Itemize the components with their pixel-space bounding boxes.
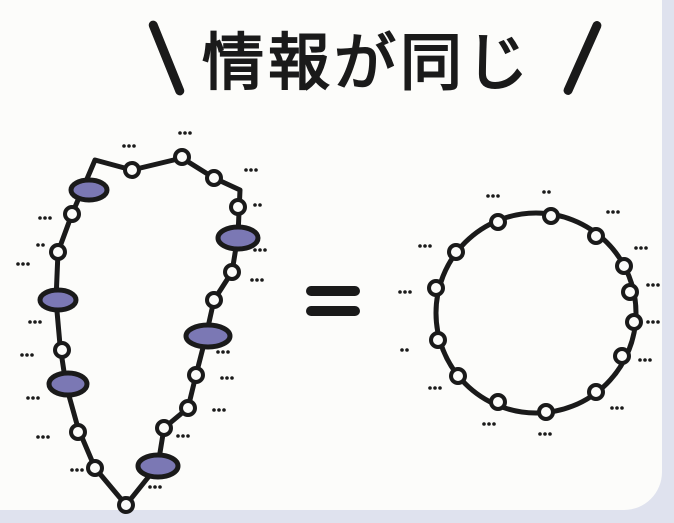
dot-label: [16, 262, 30, 266]
circle-node: [447, 243, 465, 261]
dot-label: [70, 468, 84, 472]
circle-node: [427, 279, 445, 297]
circle-node: [489, 393, 507, 411]
dot-label: [646, 320, 660, 324]
circle-node: [537, 403, 555, 421]
node-open: [187, 366, 205, 384]
node-open: [223, 263, 241, 281]
circle-node: [429, 331, 447, 349]
dot-label: [418, 244, 432, 248]
dot-label: [253, 248, 267, 252]
circle-node: [613, 347, 631, 365]
dot-label: [428, 386, 442, 390]
node-open: [229, 198, 247, 216]
circle-node: [449, 367, 467, 385]
circle-node: [621, 283, 639, 301]
dot-label: [216, 350, 230, 354]
dot-label: [38, 216, 52, 220]
dot-label: [638, 358, 652, 362]
node-open: [179, 399, 197, 417]
dot-label: [178, 131, 192, 135]
dot-label: [176, 434, 190, 438]
heading: 情報が同じ: [147, 4, 610, 104]
node-filled: [68, 177, 110, 203]
dot-label: [542, 190, 551, 194]
node-filled: [37, 287, 79, 313]
node-open: [173, 148, 191, 166]
dot-label: [646, 283, 660, 287]
circle-node: [587, 227, 605, 245]
dot-label: [36, 435, 50, 439]
equals-sign-icon: [306, 306, 360, 316]
node-open: [117, 496, 135, 514]
node-open: [63, 205, 81, 223]
heading-text: 情報が同じ: [202, 26, 533, 99]
dot-label: [400, 348, 409, 352]
dot-label: [20, 353, 34, 357]
circle-node: [489, 213, 507, 231]
node-open: [49, 243, 67, 261]
dot-label: [36, 243, 45, 247]
node-open: [86, 459, 104, 477]
dot-label: [244, 168, 258, 172]
circle-node: [587, 383, 605, 401]
dot-label: [606, 210, 620, 214]
dot-label: [122, 144, 136, 148]
dot-label: [610, 406, 624, 410]
dot-label: [253, 203, 262, 207]
circle-node: [625, 313, 643, 331]
node-open: [205, 169, 223, 187]
circle-loop-path: [433, 210, 639, 416]
node-filled: [215, 224, 261, 252]
node-open: [53, 341, 71, 359]
dot-label: [26, 396, 40, 400]
dot-label: [486, 194, 500, 198]
node-open: [155, 419, 173, 437]
node-filled: [183, 322, 233, 350]
dot-label: [538, 432, 552, 436]
dot-label: [482, 422, 496, 426]
node-open: [205, 291, 223, 309]
dot-label: [398, 290, 412, 294]
node-filled: [135, 452, 181, 480]
node-filled: [46, 370, 90, 398]
dot-label: [148, 485, 162, 489]
equals-sign-icon: [306, 286, 360, 296]
dot-label: [250, 278, 264, 282]
dot-label: [212, 408, 226, 412]
circle-node: [542, 207, 560, 225]
dot-label: [28, 320, 42, 324]
dot-label: [220, 376, 234, 380]
node-open: [123, 161, 141, 179]
circle-node: [615, 257, 633, 275]
illustration-card: [0, 0, 662, 510]
dot-label: [634, 246, 648, 250]
node-open: [69, 423, 87, 441]
